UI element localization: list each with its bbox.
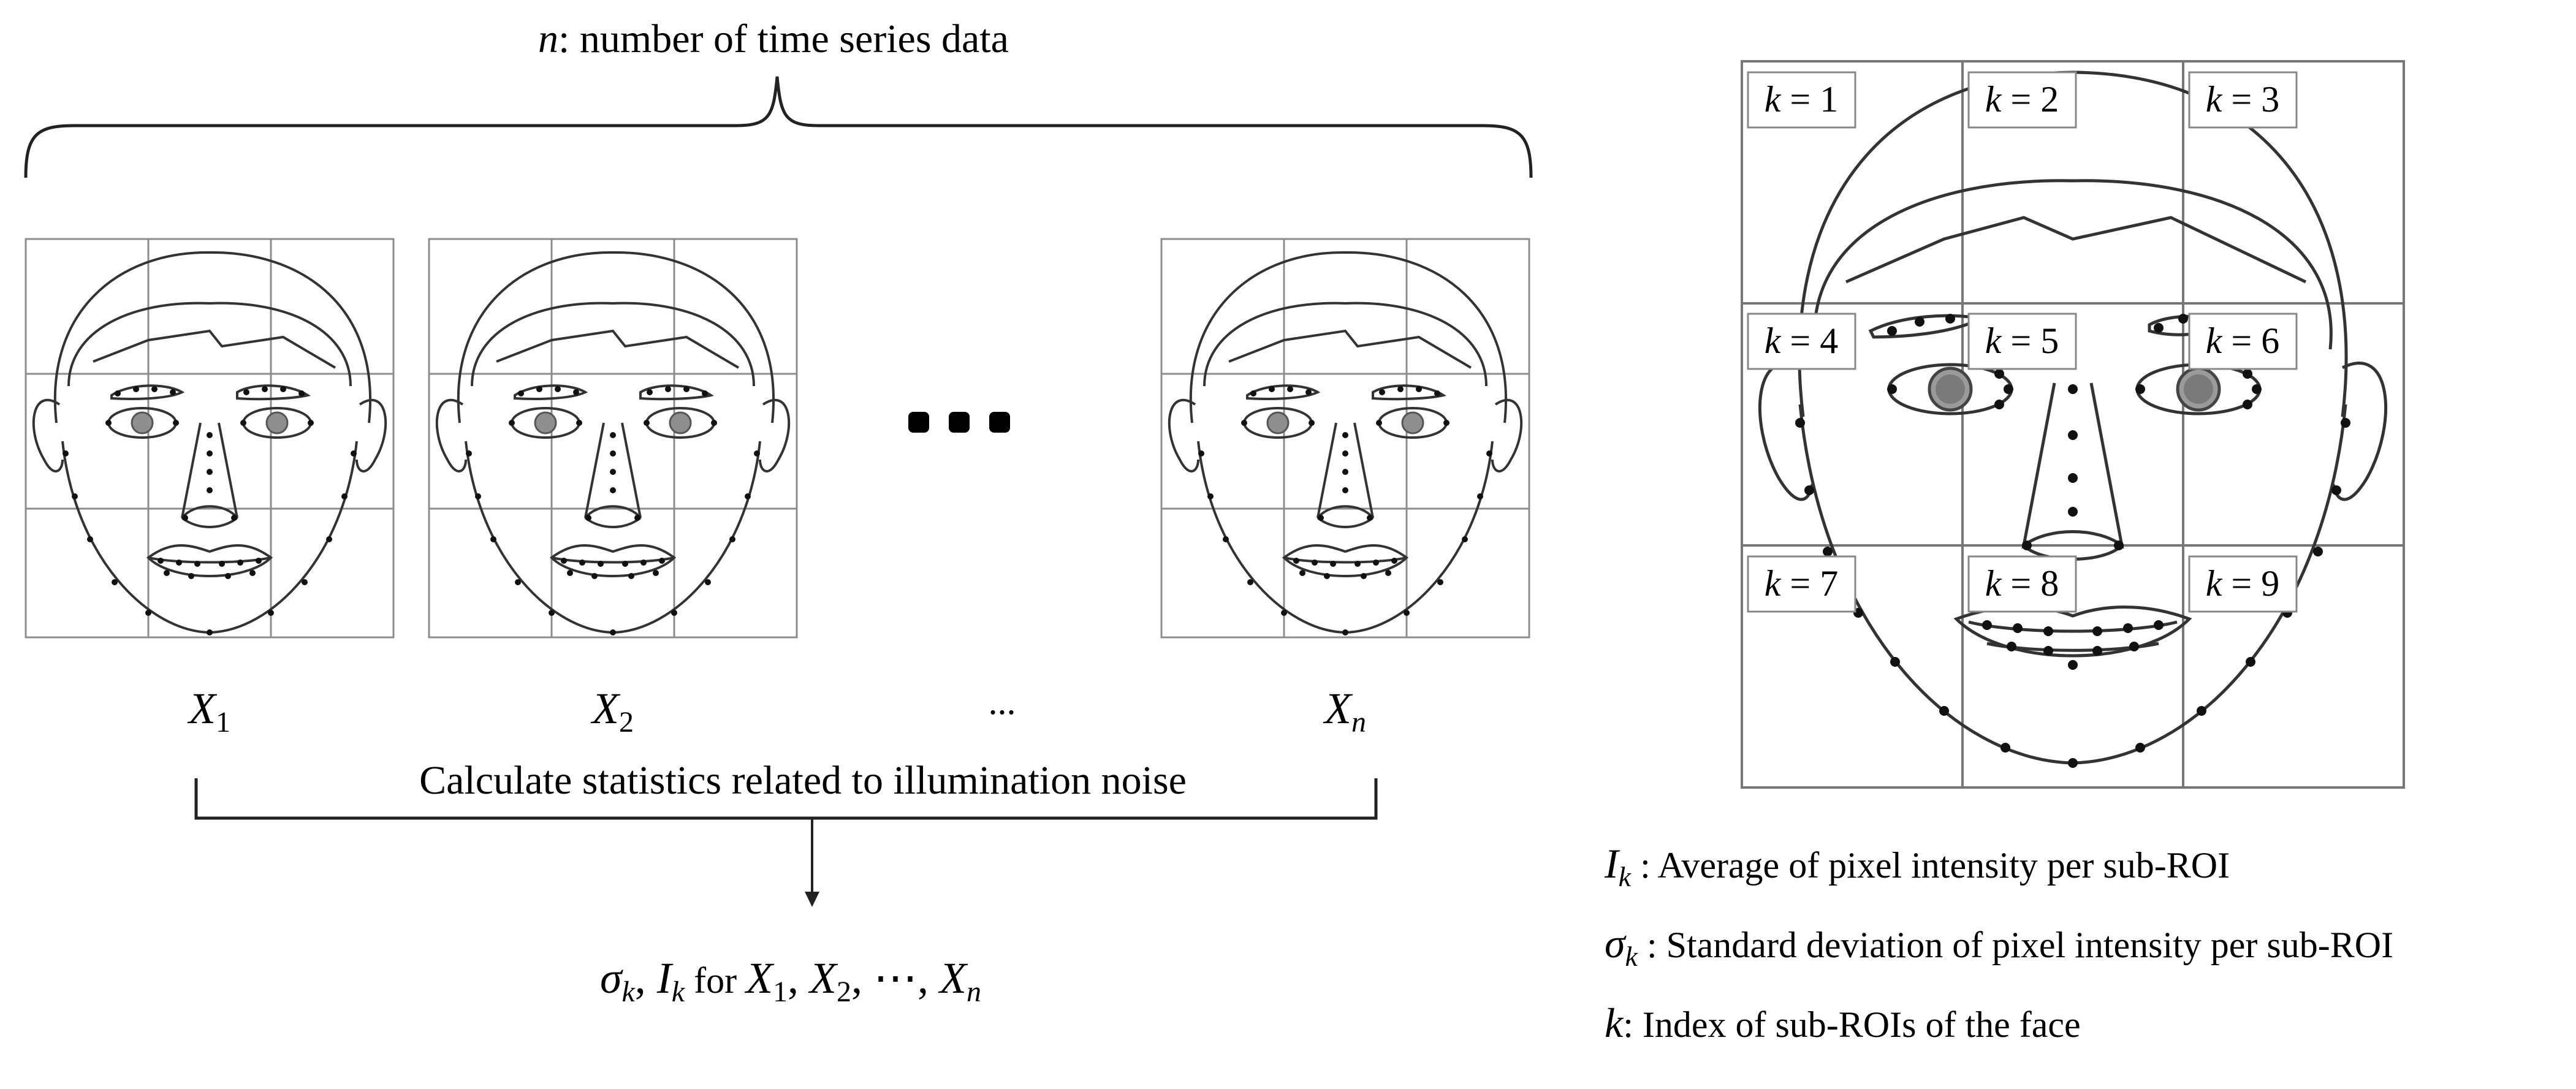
frame-label-n: Xn — [1323, 684, 1366, 738]
roi-label-9: k = 9 — [2188, 555, 2298, 613]
svg-text:k = 7: k = 7 — [1765, 563, 1838, 604]
series-count-label: n: number of time series data — [538, 17, 1009, 61]
sub-roi-face: k = 1 k = 2 k = 3 k = 4 k = 5 k = 6 k = … — [1741, 60, 2405, 789]
down-arrow-head — [805, 892, 819, 907]
top-brace — [24, 76, 1533, 178]
roi-label-4: k = 4 — [1747, 313, 1856, 370]
legend-index: k: Index of sub-ROIs of the face — [1605, 1000, 2081, 1046]
svg-text:k = 4: k = 4 — [1765, 321, 1838, 361]
frame-label-ellipsis: ... — [989, 681, 1016, 722]
roi-label-3: k = 3 — [2188, 71, 2298, 129]
legend-intensity: Ik : Average of pixel intensity per sub-… — [1604, 840, 2230, 892]
face-frame-n — [1160, 238, 1530, 639]
roi-label-1: k = 1 — [1747, 71, 1856, 129]
svg-text:k = 6: k = 6 — [2206, 321, 2279, 361]
face-frame-1 — [25, 238, 395, 639]
ellipsis-dots — [908, 412, 1010, 433]
roi-label-5: k = 5 — [1967, 313, 2077, 370]
legend-std-dev: σk : Standard deviation of pixel intensi… — [1605, 920, 2393, 972]
calc-label: Calculate statistics related to illumina… — [419, 758, 1187, 803]
output-formula: σk, Ik for X1, X2, ⋯, Xn — [600, 954, 981, 1008]
svg-text:k = 1: k = 1 — [1765, 79, 1838, 120]
frame-label-1: X1 — [187, 684, 230, 738]
svg-text:k = 5: k = 5 — [1985, 321, 2059, 361]
roi-label-2: k = 2 — [1967, 71, 2077, 129]
roi-label-8: k = 8 — [1967, 555, 2077, 613]
face-frame-2 — [428, 238, 798, 639]
roi-label-7: k = 7 — [1747, 555, 1856, 613]
roi-label-6: k = 6 — [2188, 313, 2298, 370]
svg-text:k = 2: k = 2 — [1985, 79, 2059, 120]
svg-text:k = 9: k = 9 — [2206, 563, 2279, 604]
bottom-brace — [194, 778, 1378, 820]
svg-text:k = 3: k = 3 — [2206, 79, 2279, 120]
frame-label-2: X2 — [590, 684, 634, 738]
svg-text:k = 8: k = 8 — [1985, 563, 2059, 604]
